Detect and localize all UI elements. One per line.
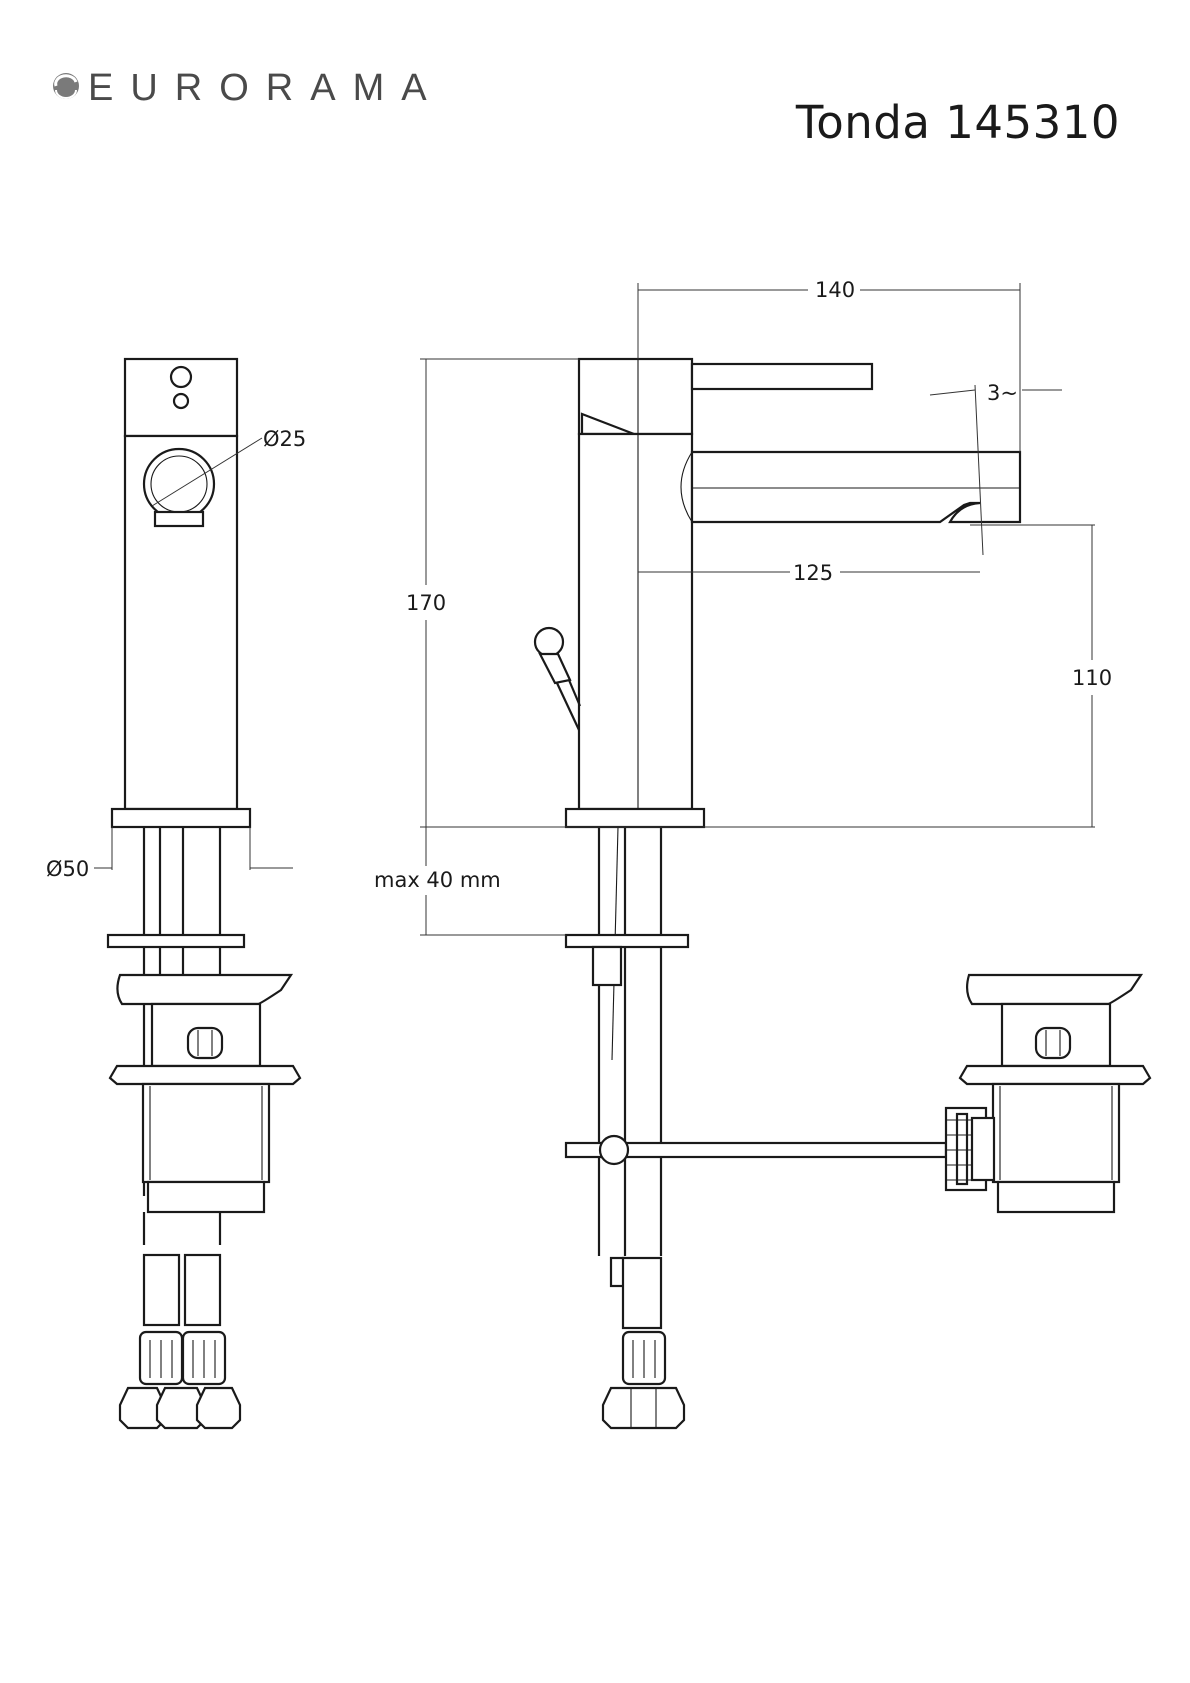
dimension-110: 110 — [970, 524, 1112, 827]
dim-label-125: 125 — [793, 561, 833, 585]
dim-label-140: 140 — [815, 278, 855, 302]
dimension-d25: Ø25 — [151, 427, 306, 507]
dim-label-3: 3~ — [987, 381, 1018, 405]
front-view — [106, 357, 302, 1430]
product-title: Tonda 145310 — [795, 96, 1120, 149]
dim-label-d25: Ø25 — [263, 427, 306, 451]
logo-wordmark: EURORAMA — [88, 67, 444, 109]
dimension-125: 125 — [638, 561, 980, 585]
dim-label-110: 110 — [1072, 666, 1112, 690]
dim-label-max-40: max 40 mm — [374, 868, 501, 892]
side-view — [533, 357, 1022, 1430]
dim-label-170: 170 — [406, 591, 446, 615]
brand-logo: EURORAMA — [53, 67, 444, 109]
dimension-140: 140 — [637, 278, 1021, 452]
dimension-170: 170 — [406, 358, 1095, 828]
dim-label-d50: Ø50 — [46, 857, 89, 881]
dimension-max-40: max 40 mm — [374, 827, 566, 936]
dimension-d50: Ø50 — [46, 827, 293, 881]
drain-assembly — [944, 973, 1152, 1214]
dimension-3: 3~ — [929, 381, 1062, 556]
logo-emblem — [53, 73, 79, 99]
